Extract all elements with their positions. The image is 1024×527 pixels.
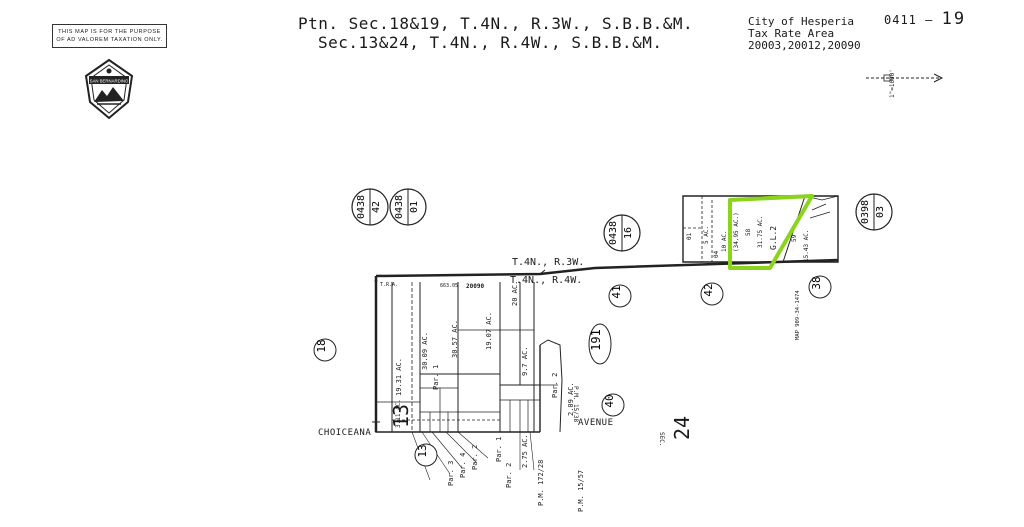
highlighted-parcel-number: 58 (745, 228, 752, 236)
tax-rate-area-label: Tax Rate Area (748, 27, 835, 40)
map-title: Ptn. Sec.18&19, T.4N., R.3W., S.B.B.&M. … (298, 14, 693, 52)
adjacent-book-marker-4[interactable]: 0398 03 (855, 193, 893, 231)
par-label-3: Par. 3 (447, 460, 455, 486)
svg-text:18: 18 (315, 339, 328, 352)
parcel-acres-01: 5 AC. (703, 225, 710, 244)
svg-text:40: 40 (603, 394, 616, 407)
san-bernardino-county-seal: SAN BERNARDINO (84, 58, 134, 120)
parcel-acres-26: 30.57 AC. (451, 320, 459, 358)
parcel-acres-51: 19.31 AC. (395, 358, 403, 396)
tra-code-20090: 20090 (466, 283, 485, 290)
page-number: 19 (941, 9, 967, 29)
adjacent-book-page: 01 (409, 201, 420, 213)
page-circle-41[interactable]: 41 (608, 284, 632, 308)
svg-text:41: 41 (610, 285, 623, 298)
page-circle-42[interactable]: 42 (700, 282, 724, 306)
map-ref-909: MAP 909-34-1474 (795, 290, 801, 340)
title-line-2: Sec.13&24, T.4N., R.4W., S.B.B.&M. (318, 33, 663, 52)
par-label-4: Par. 4 (459, 452, 467, 478)
svg-text:42: 42 (702, 283, 715, 296)
highlighted-parcel-acres: 31.75 AC. (757, 215, 764, 248)
parcel-acres-52: 9.7 AC. (521, 346, 529, 376)
adjacent-book-number: 0438 (356, 195, 367, 219)
city-name: City of Hesperia (748, 15, 854, 28)
tax-rate-area-codes: 20003,20012,20090 (748, 39, 861, 52)
jurisdiction-block: City of Hesperia Tax Rate Area 20003,200… (748, 16, 861, 52)
par-label-2-lower: Par. 2 (505, 462, 513, 488)
parcel-acres-40: 30.09 AC. (421, 332, 429, 370)
section-number-24: 24 (670, 415, 694, 440)
page-circle-18[interactable]: 18 (313, 338, 337, 362)
map-ref-pm-172-28: P.M. 172/28 (537, 459, 545, 506)
page-circle-38[interactable]: 38 (808, 275, 832, 299)
parcel-acres-59: 15.43 AC. (803, 229, 810, 262)
page-circle-13[interactable]: 13 (414, 443, 438, 467)
highlighted-parcel-gross: (34.95 AC.) (733, 212, 740, 252)
adjacent-book-page: 16 (623, 227, 634, 239)
adjacent-book-number: 0438 (394, 195, 405, 219)
book-page-number: 0411 – 19 (884, 9, 967, 29)
map-ref-pm-15-38: P.M. 15/38 (572, 386, 579, 423)
svg-text:191: 191 (589, 329, 603, 351)
adjacent-book-page: 42 (371, 201, 382, 213)
street-label-avenue: AVENUE (578, 418, 614, 428)
svg-text:13: 13 (416, 444, 429, 457)
adjacent-book-number: 0438 (608, 221, 619, 245)
parcel-label-59: 59 (791, 234, 798, 242)
parcel-acres-47: 3.11 AC. (395, 399, 402, 428)
township-label-r3w: T.4N., R.3W. (512, 257, 585, 268)
adjacent-book-marker-3[interactable]: 0438 16 (603, 214, 641, 252)
street-label-choiceana: CHOICEANA (318, 428, 372, 438)
parcel-label-04: 04 (713, 250, 720, 258)
adjacent-book-page: 03 (875, 206, 886, 218)
adjacent-book-marker-2[interactable]: 0438 01 (389, 188, 427, 226)
svg-text:38: 38 (810, 276, 823, 289)
adjacent-book-number: 0398 (860, 200, 871, 224)
par-label-1-lower: Par. 1 (495, 436, 503, 462)
par-label-2: Par. 2 (471, 444, 479, 470)
highlighted-parcel-outline[interactable] (728, 194, 814, 270)
ad-valorem-disclaimer-box: THIS MAP IS FOR THE PURPOSE OF AD VALORE… (52, 24, 167, 48)
map-ref-pm-15-57: P.M. 15/57 (577, 469, 585, 512)
parcel-acres-04: 10 AC. (721, 230, 728, 252)
book-number: 0411 (884, 13, 917, 27)
highlighted-parcel-note: G.L.2 (769, 225, 778, 250)
tra-code-small: 663.05 (440, 283, 459, 289)
parcel-acres-48: 2.75 AC. (521, 434, 529, 468)
section-abbr: SEC. (658, 432, 665, 447)
adjacent-book-marker-1[interactable]: 0438 42 (351, 188, 389, 226)
north-arrow-icon (866, 73, 944, 83)
township-label-r4w: T.4N., R.4W. (510, 275, 583, 286)
title-line-1: Ptn. Sec.18&19, T.4N., R.3W., S.B.B.&M. (298, 14, 694, 33)
par-label-2-east: Par. 2 (551, 372, 559, 398)
tra-corner-label: T.R.A. (380, 282, 399, 288)
page-circle-40[interactable]: 40 (601, 393, 625, 417)
parcel-acres-60: 20 AC. (511, 280, 519, 306)
parcel-acres-53: 19.07 AC. (485, 312, 493, 350)
par-label-1: Par. 1 (432, 364, 440, 390)
seal-banner-text: SAN BERNARDINO (90, 79, 129, 84)
page-circle-191[interactable]: 191 (588, 323, 612, 365)
parcel-label-01: 01 (686, 232, 693, 240)
